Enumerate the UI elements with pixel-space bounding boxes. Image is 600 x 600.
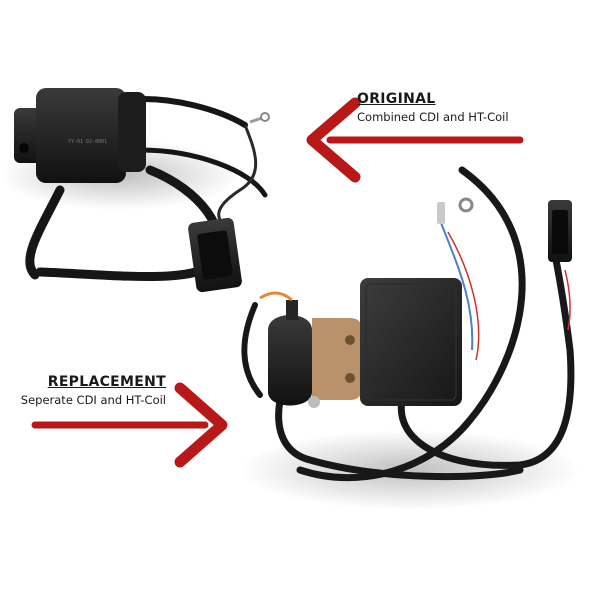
replacement-cable-1 xyxy=(296,166,526,482)
replacement-subtitle: Seperate CDI and HT-Coil xyxy=(20,393,166,407)
original-cable-mid xyxy=(137,147,268,198)
original-caption: ORIGINAL Combined CDI and HT-Coil xyxy=(357,91,509,124)
replacement-title: REPLACEMENT xyxy=(47,374,166,390)
replacement-separate-units xyxy=(240,166,580,510)
replacement-arrow-icon xyxy=(31,382,228,468)
original-cable-left xyxy=(25,185,65,280)
original-title: ORIGINAL xyxy=(357,91,436,107)
coil-marking: YY-01 02-0001 xyxy=(68,139,107,145)
replacement-cable-3 xyxy=(397,251,575,469)
original-arrow-icon xyxy=(306,97,524,183)
replacement-cable-4 xyxy=(241,302,263,398)
original-combined-unit: YY-01 02-0001 xyxy=(0,88,270,293)
original-subtitle: Combined CDI and HT-Coil xyxy=(357,110,509,124)
original-wire-thin xyxy=(217,124,258,221)
replacement-caption: REPLACEMENT Seperate CDI and HT-Coil xyxy=(18,374,166,407)
